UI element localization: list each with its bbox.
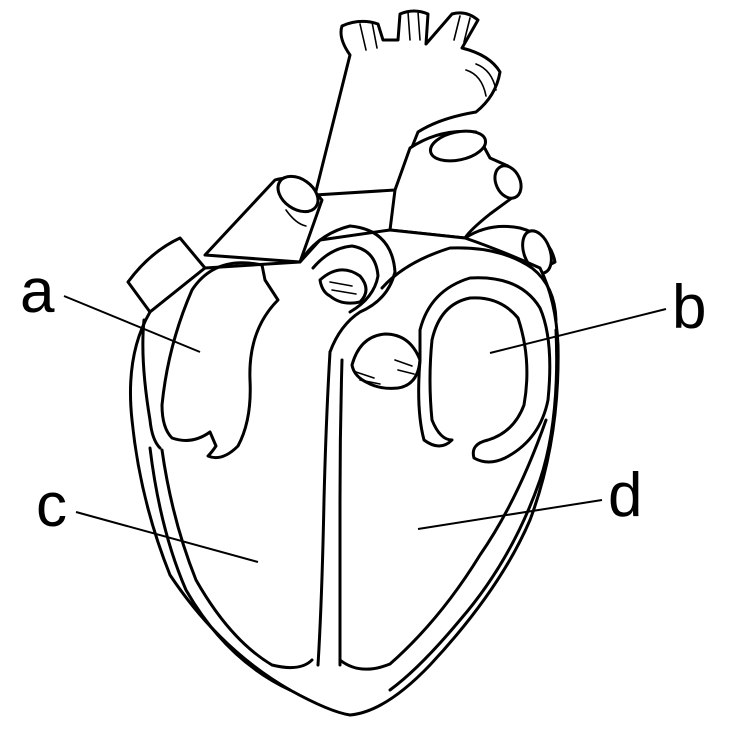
leader-line-c bbox=[75, 511, 259, 563]
superior-vena-cava bbox=[203, 174, 324, 264]
left-ventricle-wall bbox=[338, 328, 559, 692]
semilunar-valve bbox=[318, 268, 368, 305]
pulmonary-artery bbox=[388, 129, 523, 240]
aortic-arch bbox=[313, 9, 502, 197]
left-atrium-wall bbox=[417, 276, 552, 464]
label-a: a bbox=[20, 257, 55, 326]
right-ventricle-wall bbox=[141, 318, 314, 692]
leader-line-d bbox=[417, 499, 603, 530]
pulmonary-vein-left bbox=[126, 236, 207, 314]
label-c: c bbox=[36, 471, 67, 540]
septum bbox=[316, 350, 344, 667]
leader-line-a bbox=[63, 295, 201, 353]
mitral-valve bbox=[350, 332, 422, 390]
leader-line-b bbox=[489, 308, 667, 354]
label-d: d bbox=[608, 461, 642, 530]
right-atrium-wall bbox=[160, 261, 280, 460]
label-b: b bbox=[672, 273, 706, 342]
aortic-root-outflow bbox=[298, 224, 558, 354]
